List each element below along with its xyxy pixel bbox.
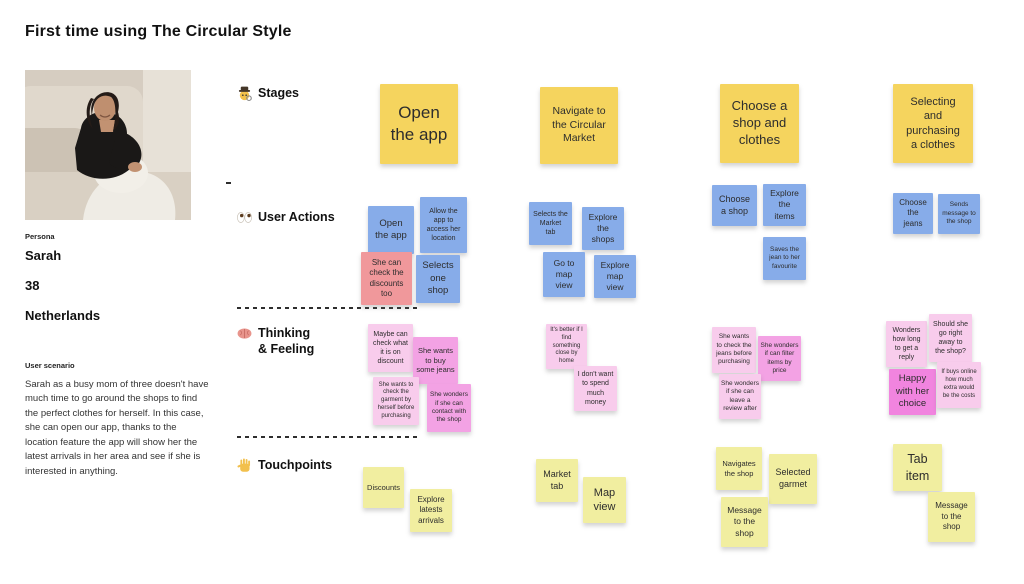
stray-dash — [226, 182, 231, 184]
hand-icon — [237, 458, 251, 472]
sticky-note-user-actions[interactable]: Selects the Market tab — [529, 202, 572, 245]
persona-age: 38 — [25, 278, 40, 293]
eyes-icon — [237, 212, 252, 223]
sticky-note-touchpoints[interactable]: Tab item — [893, 444, 942, 491]
row-separator-dashed-line — [237, 436, 421, 438]
sticky-note-thinking-feeling[interactable]: It's better if I find something close by… — [546, 324, 587, 369]
sticky-note-user-actions[interactable]: Explore the items — [763, 184, 806, 226]
sticky-note-touchpoints[interactable]: Message to the shop — [721, 497, 768, 547]
user-scenario-label: User scenario — [25, 361, 75, 370]
board-title: First time using The Circular Style — [25, 23, 292, 40]
sticky-note-user-actions[interactable]: Go to map view — [543, 252, 585, 297]
sticky-note-stages[interactable]: Choose a shop and clothes — [720, 84, 799, 163]
sticky-note-thinking-feeling[interactable]: She wonders if she can contact with the … — [427, 384, 471, 432]
sticky-note-thinking-feeling[interactable]: If buys online how much extra would be t… — [937, 362, 981, 408]
sticky-note-touchpoints[interactable]: Market tab — [536, 459, 578, 502]
thinking-line2: & Feeling — [258, 342, 315, 357]
sticky-note-touchpoints[interactable]: Map view — [583, 477, 626, 523]
thinking-line1: Thinking — [258, 326, 311, 340]
persona-label: Persona — [25, 232, 55, 241]
sticky-note-thinking-feeling[interactable]: Happy with her choice — [889, 369, 936, 415]
persona-photo — [25, 70, 191, 220]
row-label-touchpoints: Touchpoints — [237, 457, 332, 473]
sticky-note-touchpoints[interactable]: Explore latests arrivals — [410, 489, 452, 532]
persona-location: Netherlands — [25, 308, 101, 323]
row-label-user-actions: User Actions — [237, 209, 335, 225]
sticky-note-user-actions[interactable]: Saves the jean to her favourite — [763, 237, 806, 280]
sticky-note-touchpoints[interactable]: Message to the shop — [928, 492, 975, 542]
sticky-note-user-actions[interactable]: She can check the discounts too — [361, 252, 412, 305]
sticky-note-thinking-feeling[interactable]: I don't want to spend much money — [574, 366, 617, 411]
sticky-note-user-actions[interactable]: Explore the shops — [582, 207, 624, 250]
row-label-thinking-feeling-text: Thinking & Feeling — [258, 325, 314, 358]
sticky-note-stages[interactable]: Selecting and purchasing a clothes — [893, 84, 973, 163]
sticky-note-user-actions[interactable]: Open the app — [368, 206, 414, 254]
sticky-note-thinking-feeling[interactable]: She wonders if she can leave a review af… — [719, 374, 761, 419]
sticky-note-thinking-feeling[interactable]: Wonders how long to get a reply — [886, 321, 927, 367]
sticky-note-user-actions[interactable]: Choose a shop — [712, 185, 757, 226]
sticky-note-stages[interactable]: Navigate to the Circular Market — [540, 87, 618, 164]
sticky-note-user-actions[interactable]: Explore map view — [594, 255, 636, 298]
detective-icon — [238, 86, 252, 101]
sticky-note-thinking-feeling[interactable]: She wants to check the jeans before purc… — [712, 327, 756, 373]
sticky-note-stages[interactable]: Open the app — [380, 84, 458, 164]
brain-icon — [237, 328, 252, 339]
row-label-user-actions-text: User Actions — [258, 210, 335, 224]
row-label-stages-text: Stages — [258, 86, 299, 100]
row-label-touchpoints-text: Touchpoints — [258, 458, 333, 472]
sticky-note-touchpoints[interactable]: Navigates the shop — [716, 447, 762, 490]
sticky-note-touchpoints[interactable]: Discounts — [363, 467, 404, 508]
sticky-note-thinking-feeling[interactable]: She wonders if can filter items by price — [758, 336, 801, 381]
sticky-note-user-actions[interactable]: Allow the app to access her location — [420, 197, 467, 253]
persona-name: Sarah — [25, 248, 62, 263]
sticky-note-thinking-feeling[interactable]: She wants to check the garment by hersel… — [373, 377, 419, 425]
sticky-note-thinking-feeling[interactable]: Maybe can check what it is on discount — [368, 324, 413, 372]
row-label-thinking-feeling: Thinking & Feeling — [237, 325, 314, 358]
sticky-note-touchpoints[interactable]: Selected garmet — [769, 454, 817, 504]
persona-photo-illustration — [25, 70, 191, 220]
row-separator-dashed-line — [237, 307, 421, 309]
row-label-stages: Stages — [237, 85, 299, 101]
user-scenario-text: Sarah as a busy mom of three doesn't hav… — [25, 379, 209, 477]
sticky-note-thinking-feeling[interactable]: Should she go right away to the shop? — [929, 314, 972, 362]
sticky-note-thinking-feeling[interactable]: She wants to buy some jeans — [413, 337, 458, 384]
sticky-note-user-actions[interactable]: Selects one shop — [416, 255, 460, 303]
sticky-note-user-actions[interactable]: Choose the jeans — [893, 193, 933, 234]
sticky-note-user-actions[interactable]: Sends message to the shop — [938, 194, 980, 234]
